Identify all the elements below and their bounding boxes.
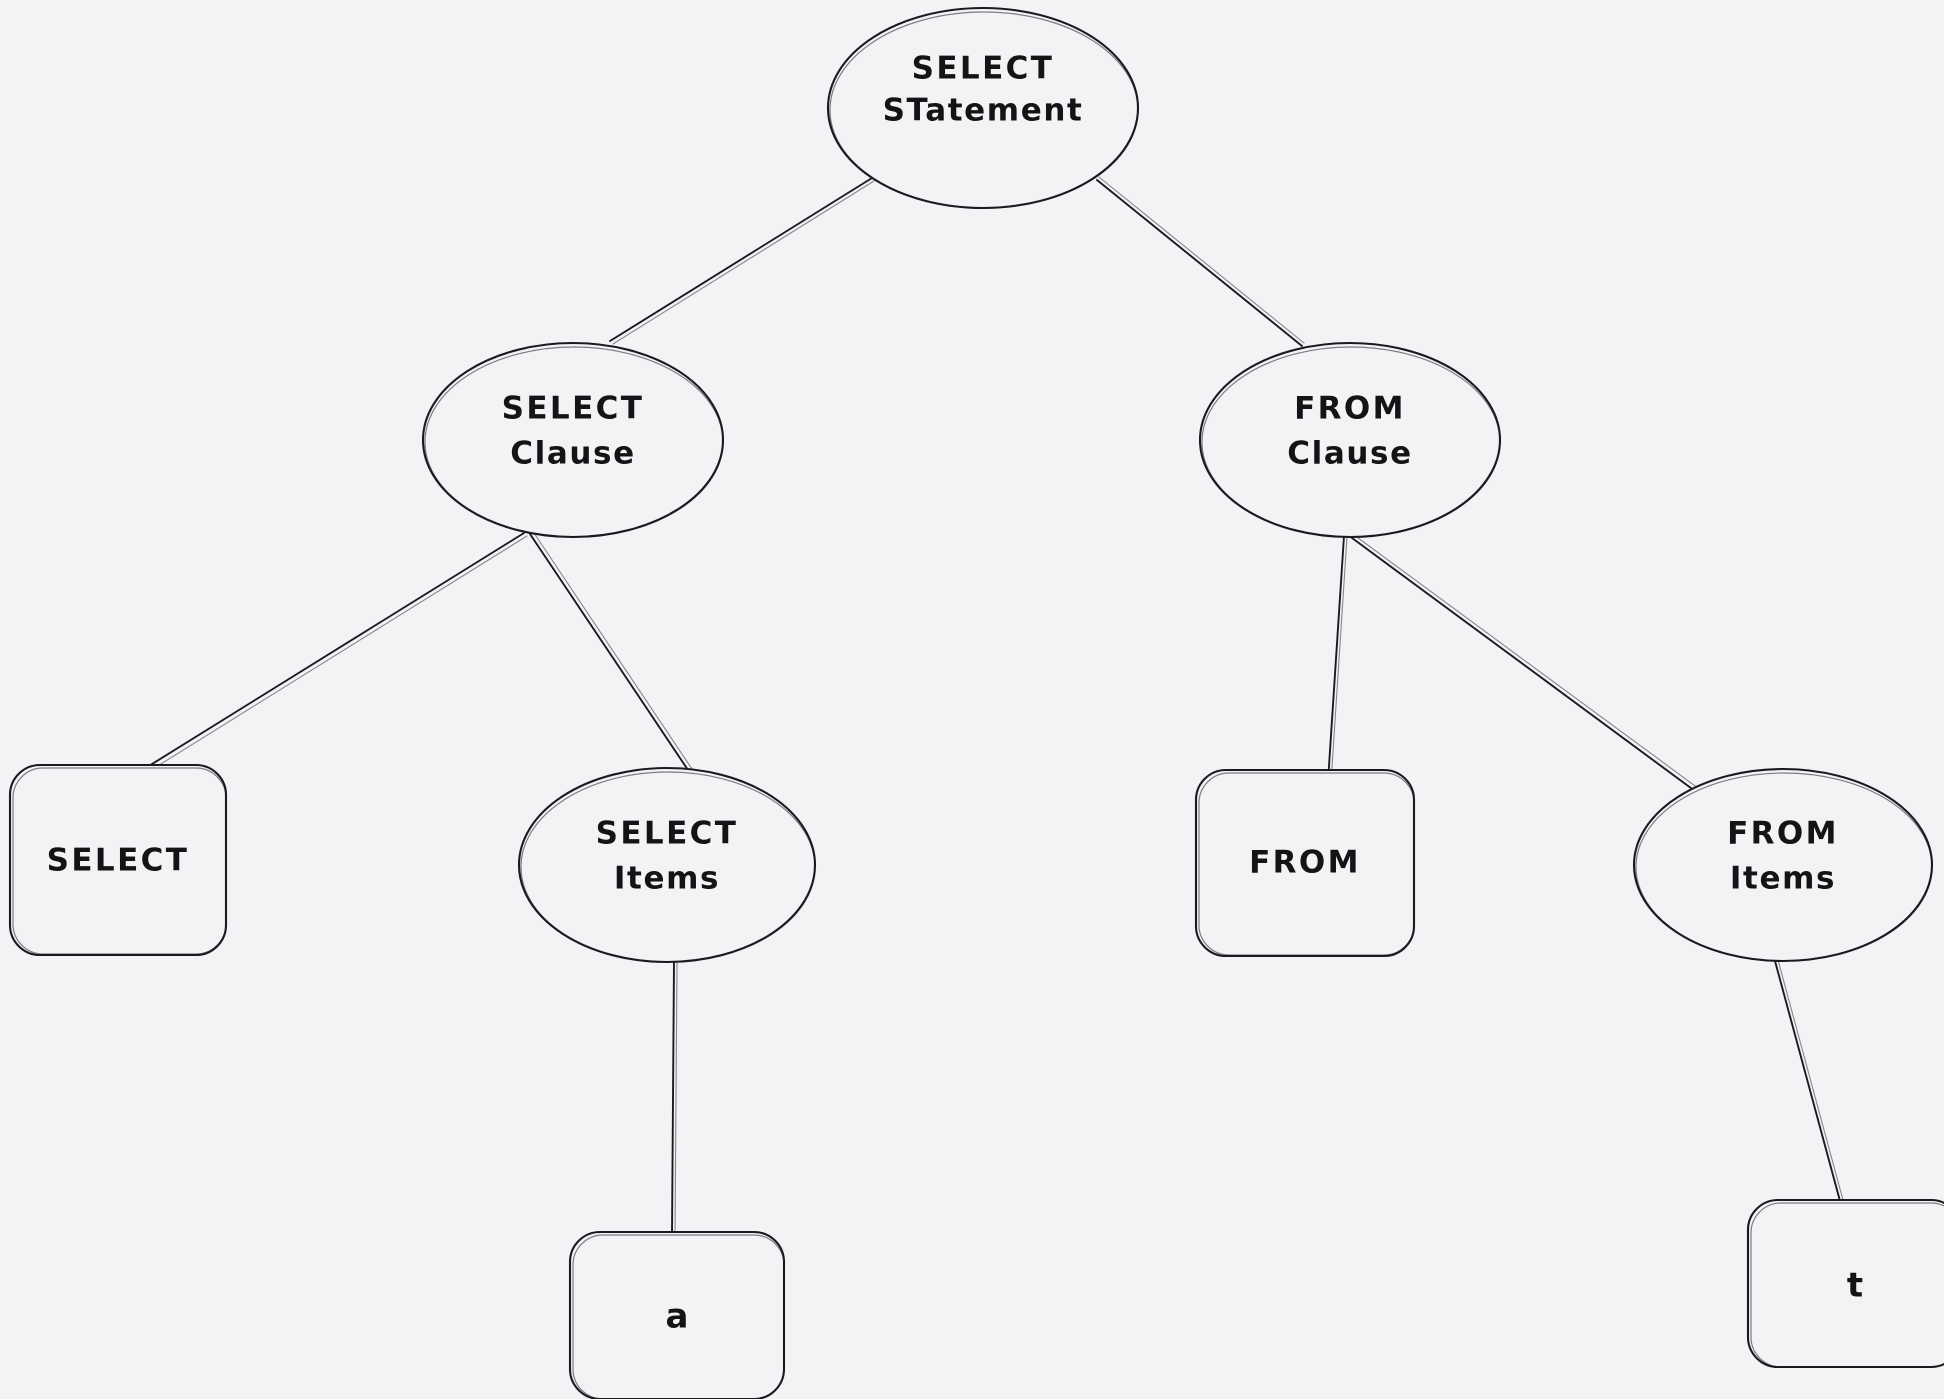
node-table-t[interactable]: t bbox=[1746, 1198, 1944, 1369]
node-from-clause-line1: FROM bbox=[1294, 391, 1406, 427]
node-from-items-line1: FROM bbox=[1727, 816, 1839, 852]
edge-layer bbox=[143, 176, 1844, 1235]
edge-select-clause-to-select-items bbox=[529, 532, 695, 774]
node-select-terminal[interactable]: SELECT bbox=[8, 763, 228, 957]
edge-select-clause-to-select-terminal bbox=[143, 532, 528, 773]
node-select-clause-line1: SELECT bbox=[502, 391, 645, 427]
node-select-statement-line2: STatement bbox=[883, 93, 1084, 129]
edge-select-statement-to-select-clause bbox=[609, 177, 875, 345]
node-select-clause-line2: Clause bbox=[510, 436, 635, 472]
node-select-terminal-label: SELECT bbox=[47, 843, 190, 879]
node-from-clause-line2: Clause bbox=[1287, 436, 1412, 472]
node-select-items[interactable]: SELECT Items bbox=[517, 766, 817, 964]
node-select-statement[interactable]: SELECT STatement bbox=[826, 6, 1140, 210]
node-table-t-label: t bbox=[1847, 1266, 1863, 1306]
node-alias-a[interactable]: a bbox=[568, 1230, 786, 1399]
node-from-terminal-label: FROM bbox=[1249, 845, 1361, 881]
node-select-items-line2: Items bbox=[614, 861, 720, 897]
edge-from-items-to-table-t bbox=[1774, 959, 1844, 1202]
node-select-statement-line1: SELECT bbox=[912, 51, 1055, 87]
node-select-clause[interactable]: SELECT Clause bbox=[421, 341, 725, 539]
node-from-items-line2: Items bbox=[1730, 861, 1836, 897]
edge-from-clause-to-from-items bbox=[1347, 531, 1722, 809]
node-from-terminal[interactable]: FROM bbox=[1194, 768, 1416, 958]
node-from-clause[interactable]: FROM Clause bbox=[1198, 341, 1502, 539]
edge-select-items-to-alias-a bbox=[671, 961, 678, 1235]
node-alias-a-label: a bbox=[666, 1297, 689, 1337]
edge-select-statement-to-from-clause bbox=[1096, 176, 1305, 347]
node-from-items[interactable]: FROM Items bbox=[1632, 767, 1934, 963]
node-select-items-line1: SELECT bbox=[596, 816, 739, 852]
